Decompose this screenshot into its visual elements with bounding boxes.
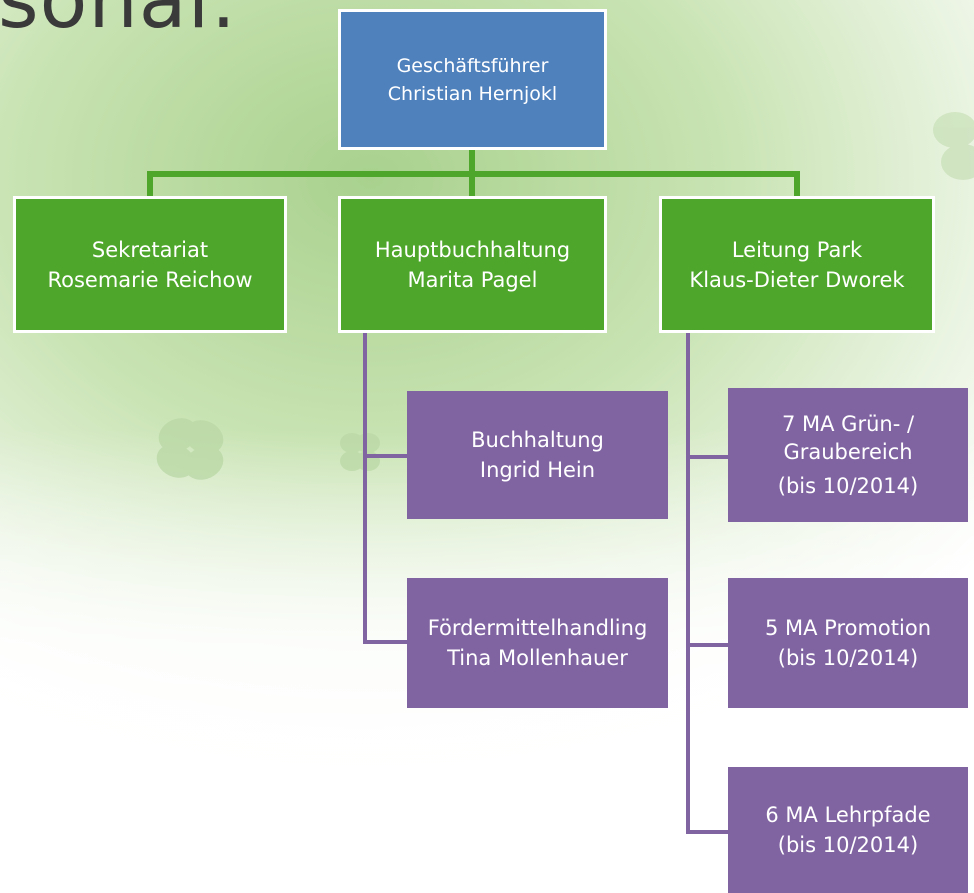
node-person-name: Rosemarie Reichow [47, 267, 253, 292]
node-person-name: Marita Pagel [407, 267, 538, 292]
node-hauptbuchhaltung: Hauptbuchhaltung Marita Pagel [338, 196, 607, 333]
node-role: Hauptbuchhaltung [374, 237, 571, 262]
node-person-name: Tina Mollenhauer [447, 646, 628, 670]
node-geschaeftsfuehrer: Geschäftsführer Christian Hernjokl [338, 9, 607, 150]
node-person-name: Christian Hernjokl [387, 82, 558, 105]
node-line-2: (bis 10/2014) [777, 646, 919, 670]
node-line-3: (bis 10/2014) [777, 474, 919, 498]
node-line-1: 6 MA Lehrpfade [765, 803, 931, 827]
node-line-2: (bis 10/2014) [777, 833, 919, 857]
clover-decoration-right [933, 112, 974, 180]
node-buchhaltung: Buchhaltung Ingrid Hein [407, 391, 668, 519]
clover-decoration-left [156, 418, 224, 480]
node-role: Geschäftsführer [396, 54, 549, 77]
clover-decoration-middle [340, 433, 380, 471]
node-ma-gruen-graubereich: 7 MA Grün- / Graubereich (bis 10/2014) [728, 388, 968, 522]
node-line-1: 7 MA Grün- / [781, 412, 915, 436]
node-role: Leitung Park [731, 237, 863, 262]
node-ma-lehrpfade: 6 MA Lehrpfade (bis 10/2014) [728, 767, 968, 893]
slide-title-fragment: sonal: [0, 0, 238, 46]
node-person-name: Klaus-Dieter Dworek [689, 267, 905, 292]
node-role: Buchhaltung [471, 428, 604, 452]
node-role: Fördermittelhandling [427, 616, 648, 640]
node-role: Sekretariat [91, 237, 209, 262]
node-line-1: 5 MA Promotion [764, 616, 932, 640]
node-line-2: Graubereich [783, 440, 913, 464]
node-leitung-park: Leitung Park Klaus-Dieter Dworek [659, 196, 935, 333]
node-foerdermittelhandling: Fördermittelhandling Tina Mollenhauer [407, 578, 668, 708]
node-ma-promotion: 5 MA Promotion (bis 10/2014) [728, 578, 968, 708]
node-person-name: Ingrid Hein [479, 458, 596, 482]
node-sekretariat: Sekretariat Rosemarie Reichow [13, 196, 287, 333]
